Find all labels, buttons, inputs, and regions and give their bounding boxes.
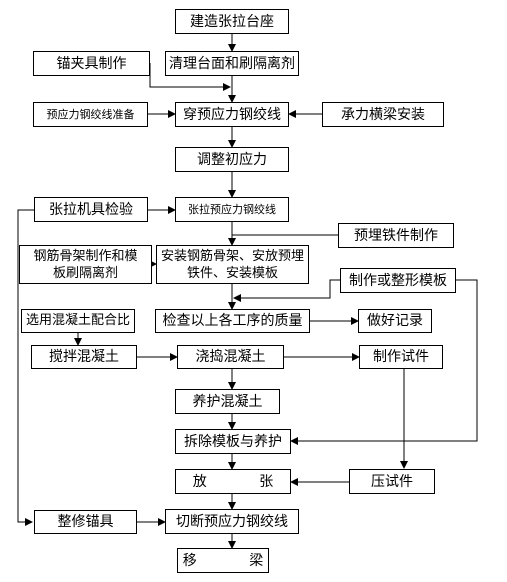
arrow-formwork-to-check: [233, 279, 340, 302]
node-formwork-make: 制作或整形模板: [340, 268, 456, 293]
node-release: 放 张: [175, 469, 291, 494]
node-tension-strand: 张拉预应力钢绞线: [175, 197, 289, 222]
node-press-test: 压试件: [349, 469, 435, 494]
node-pour-concrete: 浇捣混凝土: [177, 345, 284, 369]
node-mix-ratio: 选用混凝土配合比: [21, 309, 135, 333]
node-rebar-make: 钢筋骨架制作和模板刷隔离剂: [19, 245, 152, 284]
arrow-jack-to-repair: [17, 209, 34, 526]
node-embed-parts: 预埋铁件制作: [338, 223, 454, 248]
node-remove-formwork: 拆除模板与养护: [175, 429, 291, 454]
arrow-formwork-to-remove: [290, 279, 478, 445]
node-repair-anchor: 整修锚具: [34, 510, 137, 534]
node-adjust-stress: 调整初应力: [175, 147, 289, 172]
node-move-beam: 移 梁: [177, 548, 269, 573]
node-quality-check: 检查以上各工序的质量: [155, 309, 310, 333]
node-cut-strand: 切断预应力钢绞线: [165, 509, 299, 534]
node-mix-concrete: 搅拌混凝土: [31, 345, 137, 369]
node-thread-strand: 穿预应力钢绞线: [175, 102, 289, 127]
node-strand-prep: 预应力钢绞线准备: [33, 102, 148, 127]
node-clean-bed: 清理台面和刷隔离剂: [165, 51, 299, 76]
node-install-rebar: 安装钢筋骨架、安放预埋铁件、安装模板: [156, 245, 309, 284]
arrow-anchor-to-clean: [149, 63, 231, 91]
node-record: 做好记录: [358, 309, 432, 333]
node-build-bed: 建造张拉台座: [175, 9, 289, 34]
node-beam-install: 承力横梁安装: [322, 102, 444, 127]
node-test-piece: 制作试件: [359, 345, 443, 369]
node-anchor-make: 锚夹具制作: [33, 51, 150, 76]
node-cure-concrete: 养护混凝土: [175, 389, 280, 414]
node-jack-check: 张拉机具检验: [34, 197, 148, 222]
